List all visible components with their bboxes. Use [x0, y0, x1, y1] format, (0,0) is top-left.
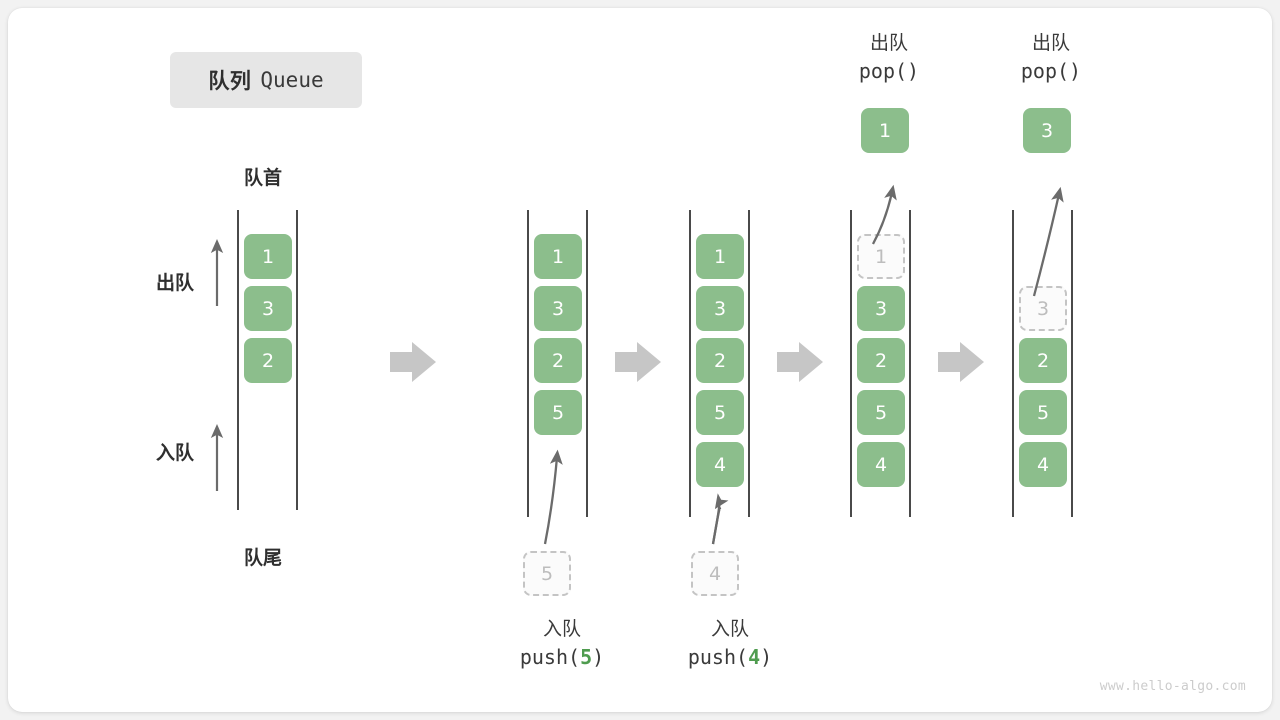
watermark: www.hello-algo.com: [1099, 679, 1246, 694]
push-5-label-code: push(5): [519, 645, 605, 669]
queue-item: 5: [696, 390, 744, 435]
queue-rail-left: [527, 210, 529, 517]
queue-item: 1: [244, 234, 292, 279]
push-4-label-code: push(4): [687, 645, 773, 669]
queue-item: 1: [534, 234, 582, 279]
queue-rail-right: [748, 210, 750, 517]
queue-item-new: 5: [534, 390, 582, 435]
queue-rail-left: [1012, 210, 1014, 517]
queue-rail-left: [689, 210, 691, 517]
push-5-label: 入队 push(5): [520, 616, 604, 672]
pop-3-label: 出队 pop(): [1021, 30, 1081, 86]
queue-item: 3: [534, 286, 582, 331]
incoming-item-4: 4: [691, 551, 739, 596]
popped-item-1: 1: [861, 108, 909, 153]
pop-1-label: 出队 pop(): [859, 30, 919, 86]
queue-item: 2: [1019, 338, 1067, 383]
step-arrow-4: [938, 342, 984, 382]
queue-item: 2: [244, 338, 292, 383]
queue-item: 3: [244, 286, 292, 331]
removed-item-ghost: 1: [857, 234, 905, 279]
push-4-label-cn: 入队: [710, 618, 749, 640]
push-5-label-cn: 入队: [542, 618, 581, 640]
queue-rail-right: [1071, 210, 1073, 517]
queue-item: 5: [1019, 390, 1067, 435]
step-arrow-3: [777, 342, 823, 382]
queue-column-after-pop-1: 1 3 2 5 4: [850, 210, 911, 517]
dequeue-direction-label: 出队: [156, 272, 195, 294]
queue-rail-left: [237, 210, 239, 510]
queue-column-after-pop-3: 3 2 5 4: [1012, 210, 1073, 517]
arrows-overlay: [210, 184, 1064, 545]
queue-tail-label: 队尾: [244, 547, 283, 569]
queue-rail-right: [909, 210, 911, 517]
diagram-card: 队列 Queue 队首 队尾 出队 入队 1 3 2 1 3 2 5 5 入队: [8, 8, 1272, 712]
step-arrow-2: [615, 342, 661, 382]
queue-item: 1: [696, 234, 744, 279]
queue-item: 3: [857, 286, 905, 331]
diagram-title-cn: 队列: [208, 69, 252, 93]
queue-item: 2: [696, 338, 744, 383]
push-4-label: 入队 push(4): [688, 616, 772, 672]
diagram-title-en: Queue: [260, 68, 324, 92]
queue-item: 2: [534, 338, 582, 383]
queue-rail-right: [586, 210, 588, 517]
incoming-item-5: 5: [523, 551, 571, 596]
queue-item: 3: [696, 286, 744, 331]
diagram-title-chip: 队列 Queue: [170, 52, 362, 108]
queue-rail-right: [296, 210, 298, 510]
queue-column-after-push-5: 1 3 2 5: [527, 210, 588, 517]
queue-item: 4: [857, 442, 905, 487]
queue-head-label: 队首: [244, 167, 283, 189]
pop-3-label-code: pop(): [1020, 59, 1082, 83]
queue-item: 2: [857, 338, 905, 383]
pop-1-label-code: pop(): [858, 59, 920, 83]
step-arrow-1: [390, 342, 436, 382]
enqueue-direction-label: 入队: [156, 442, 195, 464]
queue-item: 5: [857, 390, 905, 435]
pop-3-label-cn: 出队: [1031, 32, 1070, 54]
popped-item-3: 3: [1023, 108, 1071, 153]
queue-rail-left: [850, 210, 852, 517]
removed-item-ghost: 3: [1019, 286, 1067, 331]
queue-item-new: 4: [696, 442, 744, 487]
pop-1-label-cn: 出队: [869, 32, 908, 54]
queue-item: 4: [1019, 442, 1067, 487]
queue-column-initial: 1 3 2: [237, 210, 298, 510]
queue-column-after-push-4: 1 3 2 5 4: [689, 210, 750, 517]
